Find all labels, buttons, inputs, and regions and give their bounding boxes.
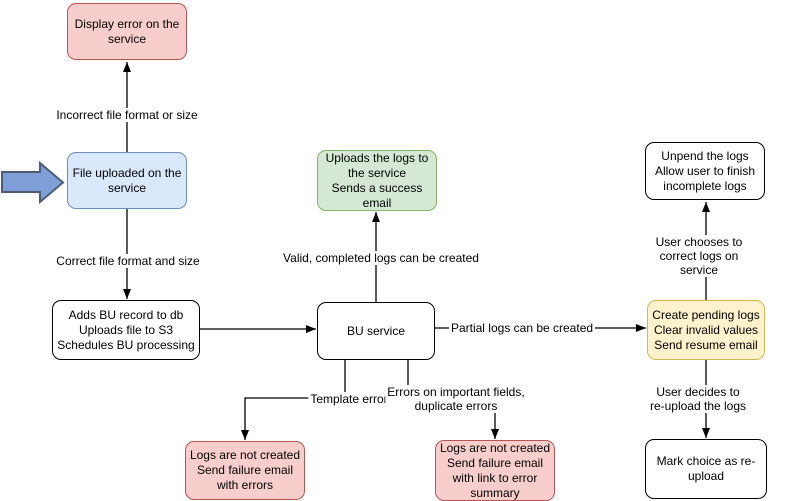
node-logs-not-created-summary: Logs are not created Send failure email … — [435, 440, 555, 501]
node-unpend-logs: Unpend the logs Allow user to finish inc… — [645, 142, 765, 200]
node-file-uploaded-label: File uploaded on the service — [72, 165, 182, 195]
node-file-uploaded: File uploaded on the service — [67, 152, 187, 209]
edge-label-user-reuploads: User decides to re-upload the logs — [646, 385, 750, 413]
node-mark-choice-label: Mark choice as re- upload — [656, 454, 756, 483]
edge-template-errors — [241, 360, 346, 440]
edge-label-valid-logs: Valid, completed logs can be created — [281, 251, 481, 265]
edge-label-template-errors: Template errors — [308, 392, 396, 406]
node-logs-not-created-summary-label: Logs are not created Send failure email … — [439, 440, 551, 500]
node-uploads-logs: Uploads the logs to the service Sends a … — [317, 150, 437, 211]
edge-label-correct-format: Correct file format and size — [54, 254, 202, 268]
edge-label-partial-logs: Partial logs can be created — [448, 321, 596, 335]
node-create-pending: Create pending logs Clear invalid values… — [647, 300, 765, 360]
edge-label-user-corrects: User chooses to correct logs on service — [648, 235, 750, 277]
entry-arrow-icon — [1, 160, 65, 205]
node-uploads-logs-label: Uploads the logs to the service Sends a … — [325, 150, 429, 210]
node-bu-service: BU service — [317, 302, 435, 360]
node-create-pending-label: Create pending logs Clear invalid values… — [652, 307, 760, 352]
node-bu-service-label: BU service — [346, 323, 405, 338]
node-display-error-label: Display error on the service — [74, 16, 180, 46]
node-adds-bu-record-label: Adds BU record to db Uploads file to S3 … — [57, 307, 195, 352]
edge-label-incorrect-format: Incorrect file format or size — [54, 108, 200, 122]
edge-label-important-fields: Errors on important fields, duplicate er… — [385, 385, 527, 413]
node-logs-not-created-errors: Logs are not created Send failure email … — [185, 441, 305, 500]
node-display-error: Display error on the service — [67, 3, 187, 60]
node-unpend-logs-label: Unpend the logs Allow user to finish inc… — [654, 148, 756, 193]
node-mark-choice: Mark choice as re- upload — [645, 439, 767, 499]
node-logs-not-created-errors-label: Logs are not created Send failure email … — [189, 448, 301, 492]
node-adds-bu-record: Adds BU record to db Uploads file to S3 … — [52, 300, 200, 360]
